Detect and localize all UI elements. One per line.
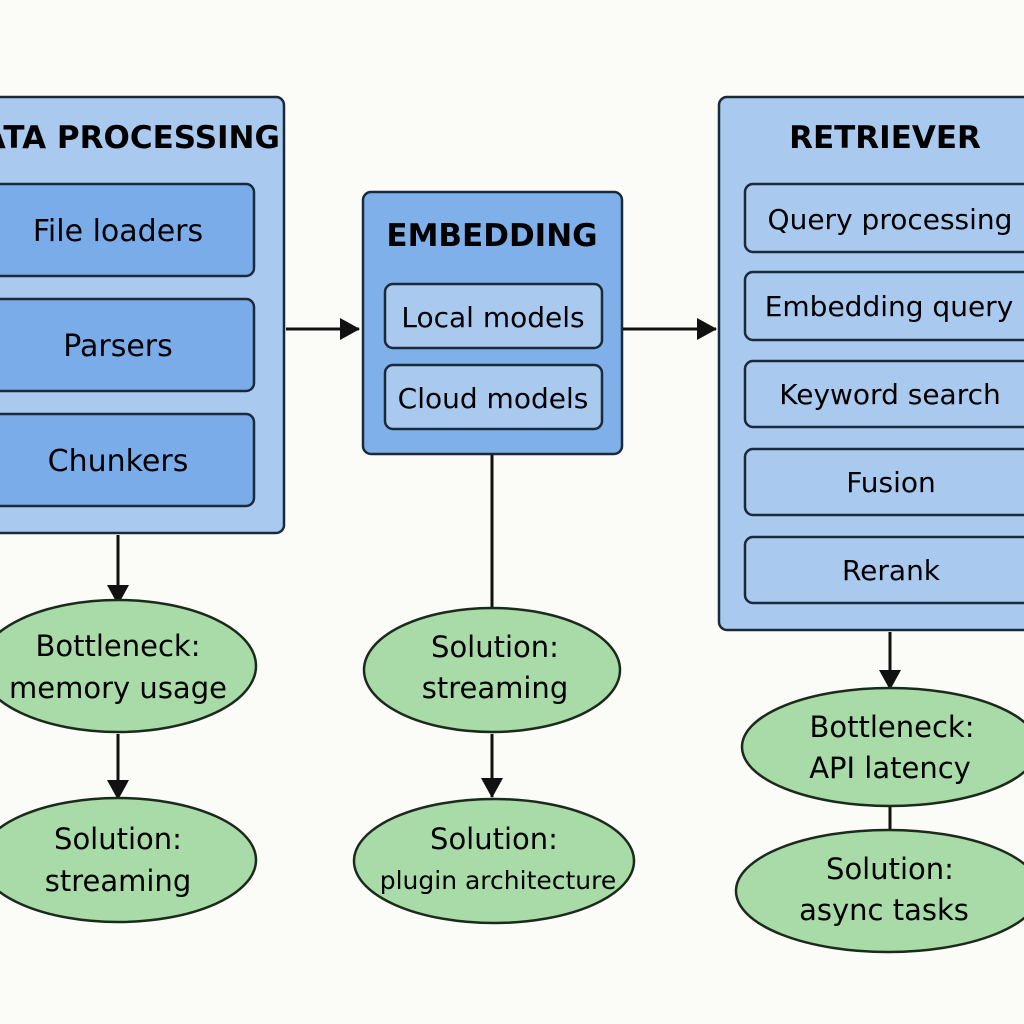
data-processing-item-chunkers: Chunkers bbox=[0, 412, 256, 508]
oval-line2: streaming bbox=[45, 864, 191, 898]
item-label: Embedding query bbox=[765, 290, 1014, 323]
oval-line1: Solution: bbox=[826, 852, 954, 886]
retriever-title: RETRIEVER bbox=[789, 120, 981, 156]
embedding-title: EMBEDDING bbox=[386, 218, 597, 254]
embedding-item-cloud-models: Cloud models bbox=[383, 363, 604, 431]
oval-line1: Solution: bbox=[54, 822, 182, 856]
retriever-item-query-processing: Query processing bbox=[743, 182, 1024, 254]
item-label: Keyword search bbox=[779, 378, 1001, 411]
retriever-item-fusion: Fusion bbox=[743, 447, 1024, 517]
retriever-solution-oval: Solution: async tasks bbox=[734, 828, 1024, 954]
item-label: Parsers bbox=[63, 329, 173, 364]
item-label: Rerank bbox=[842, 554, 941, 587]
oval-line2: async tasks bbox=[799, 893, 969, 927]
oval-line1: Solution: bbox=[430, 822, 558, 856]
oval-line2: plugin architecture bbox=[380, 866, 617, 895]
item-label: Chunkers bbox=[48, 444, 189, 479]
data-processing-solution-oval: Solution: streaming bbox=[0, 796, 258, 924]
oval-line2: streaming bbox=[422, 671, 568, 705]
oval-line1: Bottleneck: bbox=[809, 710, 974, 744]
item-label: Cloud models bbox=[398, 382, 589, 415]
embedding-item-local-models: Local models bbox=[383, 282, 604, 350]
item-label: Local models bbox=[401, 301, 584, 334]
data-processing-panel: DATA PROCESSING File loaders Parsers Chu… bbox=[0, 95, 286, 535]
embedding-panel: EMBEDDING Local models Cloud models bbox=[361, 190, 624, 456]
retriever-item-embedding-query: Embedding query bbox=[743, 270, 1024, 342]
item-label: File loaders bbox=[33, 214, 203, 249]
connectors bbox=[107, 318, 901, 833]
data-processing-item-parsers: Parsers bbox=[0, 297, 256, 393]
embedding-solution-top-oval: Solution: streaming bbox=[362, 606, 622, 734]
data-processing-bottleneck-oval: Bottleneck: memory usage bbox=[0, 598, 258, 734]
embedding-solution-bottom-oval: Solution: plugin architecture bbox=[352, 797, 636, 925]
retriever-item-rerank: Rerank bbox=[743, 535, 1024, 605]
item-label: Fusion bbox=[846, 466, 936, 499]
retriever-item-keyword-search: Keyword search bbox=[743, 359, 1024, 429]
data-processing-title: DATA PROCESSING bbox=[0, 120, 280, 156]
oval-line2: API latency bbox=[809, 751, 971, 785]
oval-line1: Bottleneck: bbox=[35, 629, 200, 663]
retriever-panel: RETRIEVER Query processing Embedding que… bbox=[717, 95, 1024, 632]
retriever-bottleneck-oval: Bottleneck: API latency bbox=[740, 686, 1024, 808]
data-processing-item-file-loaders: File loaders bbox=[0, 182, 256, 278]
oval-line2: memory usage bbox=[9, 671, 227, 705]
oval-line1: Solution: bbox=[431, 630, 559, 664]
item-label: Query processing bbox=[768, 203, 1013, 236]
